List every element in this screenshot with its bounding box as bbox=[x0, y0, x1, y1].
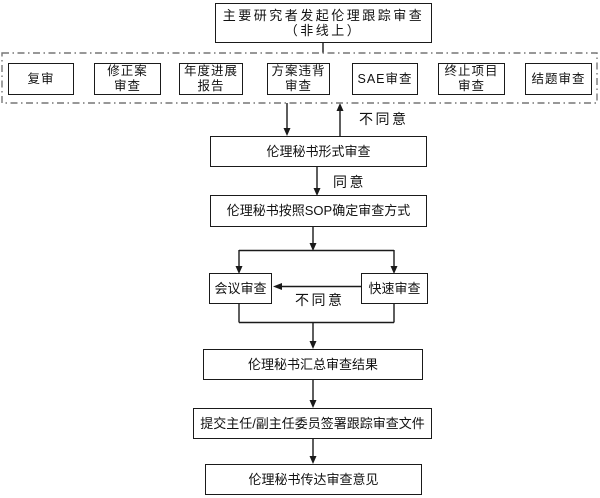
review-type-sae-review: SAE审查 bbox=[352, 63, 418, 95]
flow-node-formal-review: 伦理秘书形式审查 bbox=[210, 136, 427, 167]
edge-label-disagree-top: 不同意 bbox=[359, 111, 409, 127]
flow-node-convey-opinion: 伦理秘书传达审查意见 bbox=[205, 464, 422, 495]
arrowhead-into-meeting-left bbox=[273, 283, 282, 290]
review-type-annual-progress-report: 年度进展 报告 bbox=[179, 63, 243, 95]
edge-label-agree: 同意 bbox=[333, 174, 366, 190]
arrowhead-into-meeting bbox=[235, 266, 243, 274]
arrowhead-into-summary bbox=[309, 341, 317, 349]
review-type-repeat-review: 复审 bbox=[8, 63, 74, 95]
arrowhead-into-sop bbox=[313, 188, 321, 196]
flow-node-start: 主要研究者发起伦理跟踪审查 （非线上） bbox=[215, 3, 432, 43]
flow-node-summary-results: 伦理秘书汇总审查结果 bbox=[203, 349, 423, 380]
review-type-conclusion-review: 结题审查 bbox=[525, 63, 592, 95]
arrowhead-into-formal bbox=[283, 128, 291, 136]
arrowhead-at-split bbox=[309, 243, 317, 251]
arrowhead-into-group-disagree bbox=[336, 103, 344, 111]
arrowhead-into-submit bbox=[309, 400, 317, 408]
review-type-amendment-review: 修正案 审查 bbox=[94, 63, 161, 95]
flow-node-sop-method: 伦理秘书按照SOP确定审查方式 bbox=[210, 195, 427, 227]
arrowhead-into-convey bbox=[309, 456, 317, 464]
edge-label-disagree-branch: 不同意 bbox=[295, 292, 345, 308]
review-types-dashed-container bbox=[1, 52, 598, 104]
review-type-termination-review: 终止项目 审查 bbox=[438, 63, 505, 95]
flow-node-rapid-review: 快速审查 bbox=[361, 273, 428, 304]
arrowhead-into-rapid bbox=[390, 266, 398, 274]
review-type-protocol-deviation-review: 方案违背 审查 bbox=[267, 63, 330, 95]
flow-node-submit-signature: 提交主任/副主任委员签署跟踪审查文件 bbox=[193, 408, 432, 439]
flow-node-meeting-review: 会议审查 bbox=[209, 273, 272, 304]
